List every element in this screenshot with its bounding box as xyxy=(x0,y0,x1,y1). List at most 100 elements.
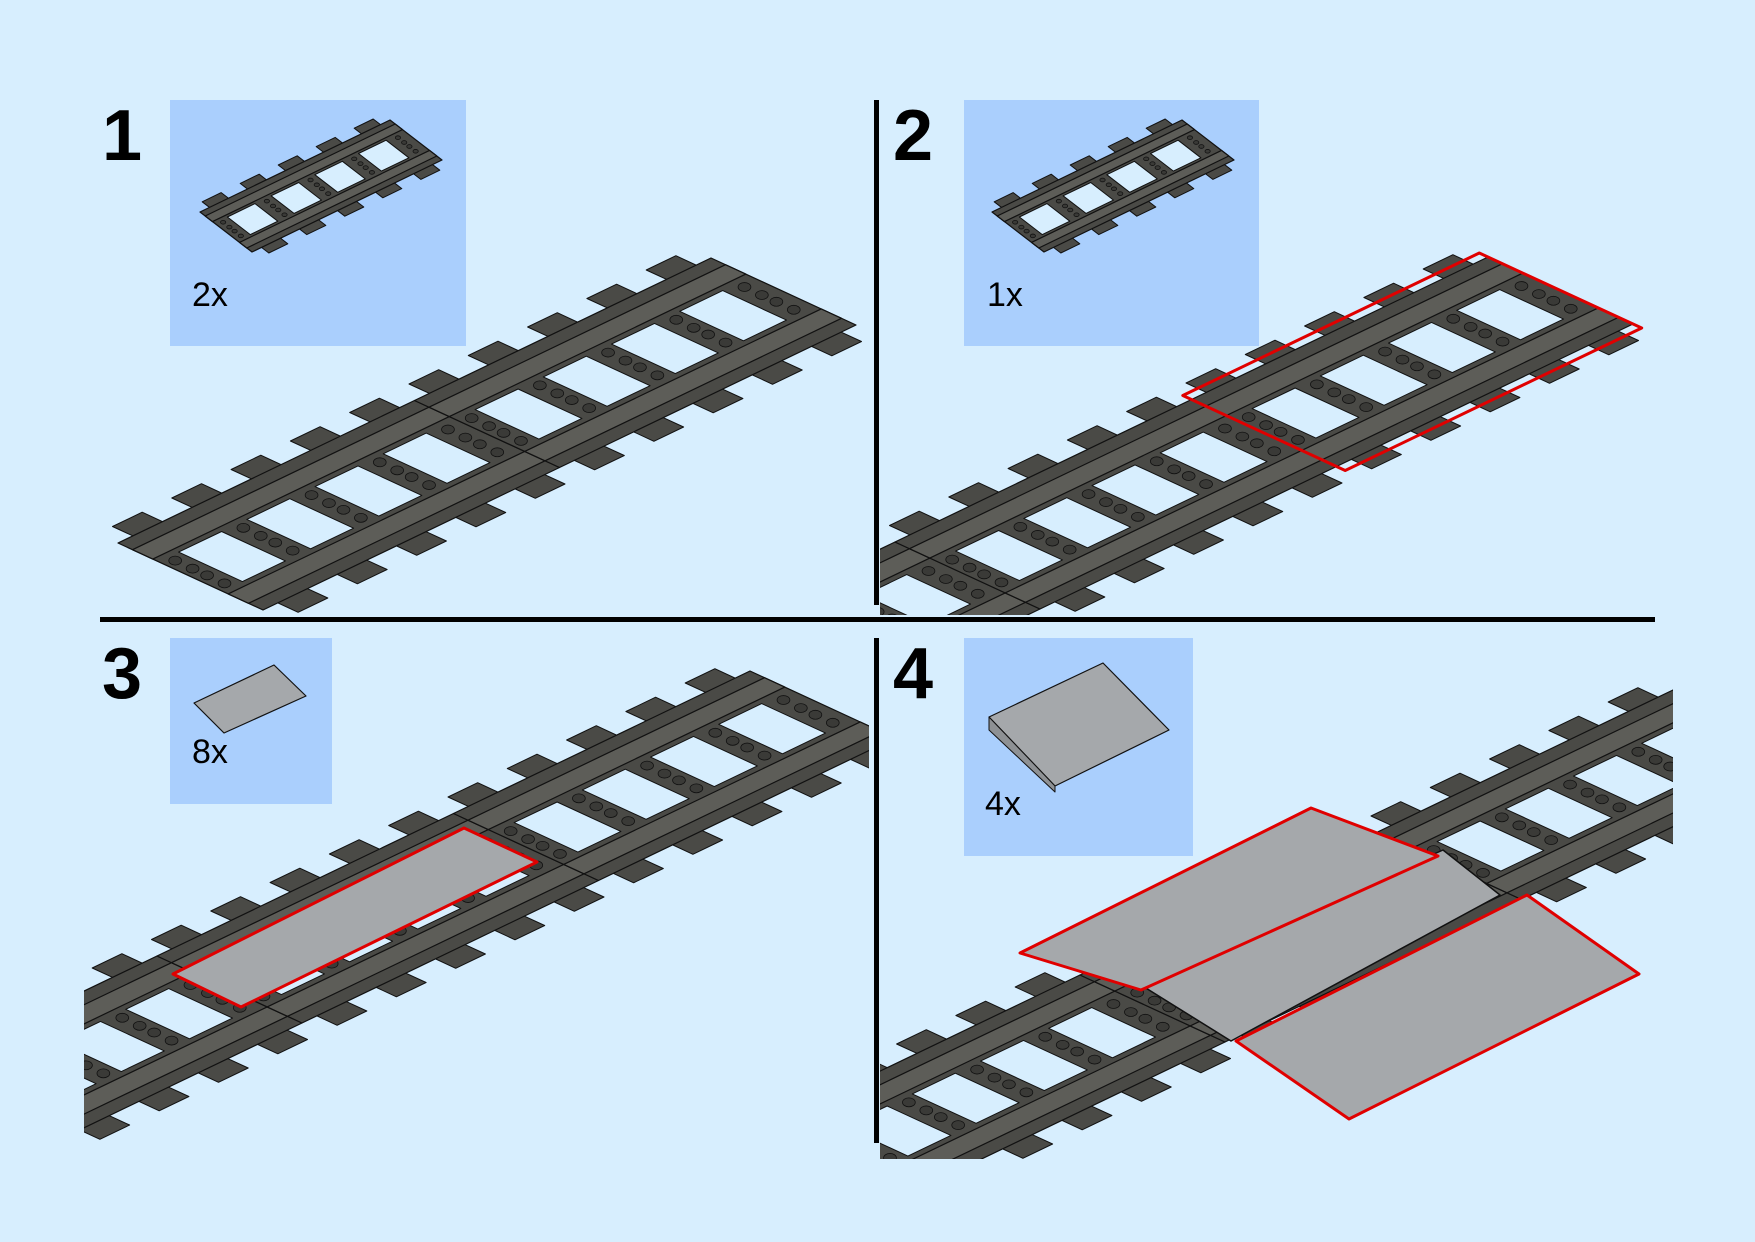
track-gap xyxy=(1388,321,1496,374)
track-gap xyxy=(1023,497,1132,549)
track-gap xyxy=(1062,182,1114,214)
stud xyxy=(263,198,270,204)
stud xyxy=(535,840,550,851)
stud xyxy=(458,432,473,443)
stud xyxy=(1732,729,1745,738)
track-side-plate xyxy=(778,1087,831,1112)
step-3-assembly xyxy=(11,668,869,1168)
stud xyxy=(1241,412,1256,422)
stud xyxy=(1273,426,1288,437)
stud xyxy=(237,233,244,239)
stud xyxy=(603,808,618,818)
stud xyxy=(1186,135,1193,140)
stud xyxy=(307,177,314,183)
stud xyxy=(217,578,232,589)
stud xyxy=(686,322,701,333)
crossing-tiles xyxy=(171,826,539,1009)
part-quantity-step-1: 2x xyxy=(192,276,228,314)
stud xyxy=(553,849,567,859)
stud xyxy=(325,191,332,196)
stud xyxy=(473,439,487,450)
track-gap xyxy=(650,735,758,788)
stud xyxy=(987,1072,1002,1083)
stud xyxy=(1544,835,1558,845)
stud xyxy=(372,457,387,468)
stud xyxy=(701,329,715,340)
stud xyxy=(362,165,369,170)
stud xyxy=(1663,761,1673,772)
stud xyxy=(794,703,808,713)
stud xyxy=(601,347,615,358)
stud xyxy=(1327,387,1342,398)
stud xyxy=(640,760,654,771)
track-gap xyxy=(1456,289,1564,341)
stud xyxy=(657,768,672,779)
stud xyxy=(270,203,277,209)
track-gap xyxy=(911,1072,1020,1124)
stud xyxy=(1131,511,1145,522)
stud xyxy=(164,1035,179,1046)
stud xyxy=(1019,1087,1034,1098)
stud xyxy=(1110,186,1118,192)
track-side-plate xyxy=(880,548,884,553)
stud xyxy=(689,783,704,794)
stud xyxy=(1267,446,1282,457)
ramp-part-side xyxy=(988,716,1056,793)
stud xyxy=(318,186,326,192)
stud xyxy=(1160,170,1167,175)
stud xyxy=(200,570,214,581)
stud xyxy=(412,149,419,154)
stud xyxy=(406,144,413,149)
stud xyxy=(589,801,604,812)
stud xyxy=(933,1112,948,1122)
stud xyxy=(1124,1007,1138,1017)
stud xyxy=(441,424,455,435)
part-quantity-step-4: 4x xyxy=(985,785,1021,823)
step-number-3: 3 xyxy=(102,634,143,714)
stud xyxy=(945,554,959,565)
stud xyxy=(1018,224,1025,230)
stud xyxy=(394,135,401,140)
stud xyxy=(1446,313,1461,324)
stud xyxy=(970,1064,984,1075)
stud xyxy=(572,793,586,804)
step-number-1: 1 xyxy=(102,96,143,176)
stud xyxy=(1514,281,1529,291)
stud xyxy=(147,1027,161,1038)
stud xyxy=(1149,456,1164,467)
stud xyxy=(354,512,368,523)
stud xyxy=(737,282,752,292)
track-side-plate xyxy=(17,1143,70,1168)
stud xyxy=(226,224,233,230)
rail xyxy=(428,264,747,418)
track-side-plate xyxy=(771,568,824,593)
stud xyxy=(883,1153,897,1159)
track-gap xyxy=(1436,820,1545,872)
stud xyxy=(1526,827,1541,837)
stud xyxy=(185,563,200,574)
stud xyxy=(11,1094,24,1103)
stud xyxy=(953,580,968,591)
stud xyxy=(96,1068,111,1079)
stud xyxy=(1138,1013,1153,1024)
stud xyxy=(1631,746,1646,757)
stud xyxy=(887,613,897,615)
stud xyxy=(1154,165,1161,170)
stud xyxy=(725,735,740,746)
stud xyxy=(866,1145,879,1154)
stud xyxy=(253,531,268,541)
ramp-part xyxy=(988,662,1170,787)
stud xyxy=(1181,471,1196,481)
rail xyxy=(880,548,931,583)
stud xyxy=(1099,497,1113,507)
rail xyxy=(524,308,843,462)
stud xyxy=(718,337,733,348)
track-gap xyxy=(513,801,622,853)
stud xyxy=(1045,536,1060,547)
stud xyxy=(351,156,358,162)
track-gap xyxy=(955,530,1063,582)
stud xyxy=(1062,544,1077,555)
parts-illustrations xyxy=(193,118,1235,793)
stud xyxy=(1495,812,1509,823)
